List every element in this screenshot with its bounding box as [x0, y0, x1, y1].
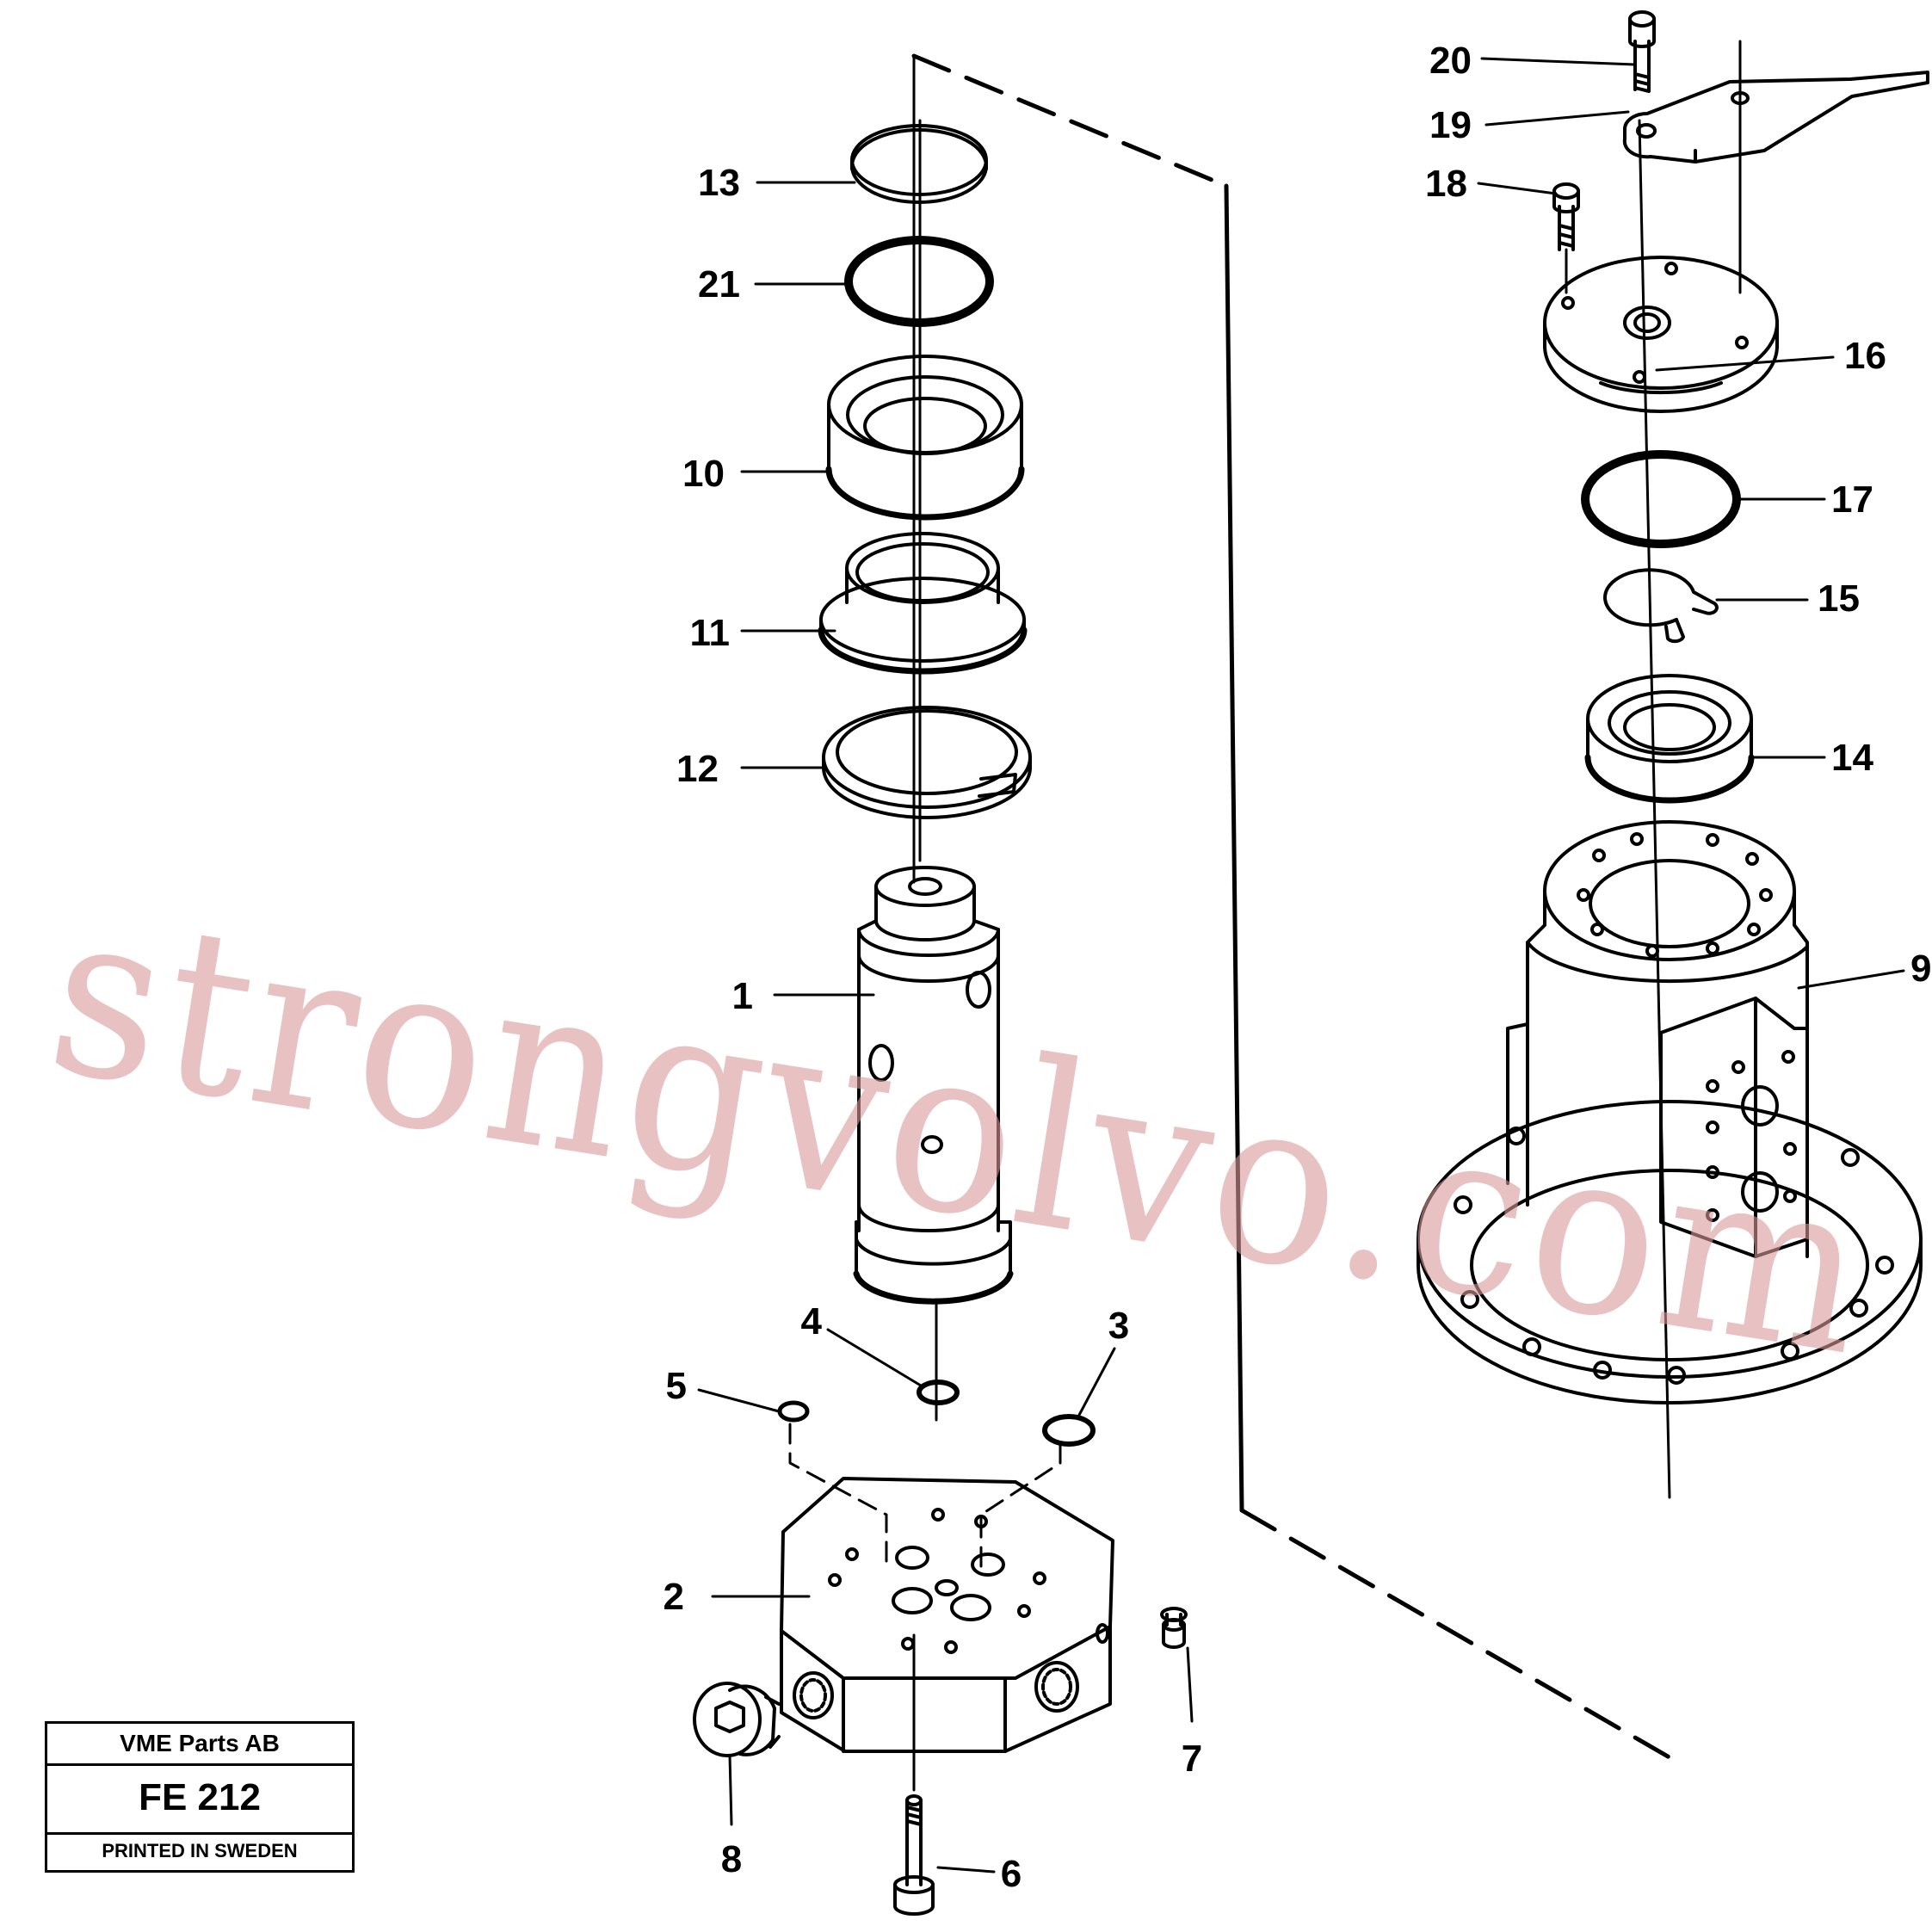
callout-12: 12: [676, 748, 719, 790]
callout-2: 2: [664, 1576, 684, 1618]
part-5-o-ring: [777, 1400, 810, 1423]
callout-11: 11: [689, 612, 730, 654]
part-14-bearing: [1584, 674, 1755, 804]
title-block-printed: PRINTED IN SWEDEN: [102, 1840, 298, 1861]
callout-4: 4: [801, 1300, 823, 1343]
title-block-code: FE 212: [47, 1763, 352, 1835]
part-20-bolt: [1628, 10, 1656, 93]
callout-18: 18: [1425, 163, 1467, 205]
callout-6: 6: [1001, 1853, 1022, 1895]
part-9-housing: [1417, 820, 1923, 1404]
callout-15: 15: [1818, 577, 1860, 620]
callout-7: 7: [1182, 1738, 1202, 1780]
title-block-company: VME Parts AB: [47, 1724, 352, 1766]
callout-3: 3: [1108, 1305, 1129, 1347]
part-4-o-ring: [917, 1380, 960, 1405]
assembly-dashed-frame: [911, 53, 1676, 1762]
part-2-valve-block: [780, 1477, 1114, 1753]
callout-19: 19: [1429, 104, 1472, 146]
part-17-o-ring: [1581, 450, 1741, 548]
part-18-bolt: [1552, 182, 1580, 294]
callout-labels: 13 21 10 11 12 1 2 4 5 3 6 7 8 20 19 18 …: [664, 40, 1932, 1895]
o-ring-dashed-guides: [788, 1423, 1062, 1568]
callout-8: 8: [721, 1838, 742, 1880]
callout-10: 10: [682, 453, 725, 495]
part-13-ring: [850, 124, 988, 204]
part-21-o-ring: [844, 236, 994, 327]
callout-21: 21: [698, 263, 740, 306]
part-11-flanged-bushing: [818, 532, 1028, 675]
part-12-slotted-washer: [822, 706, 1032, 819]
callout-1: 1: [732, 975, 753, 1017]
part-1-shaft: [853, 866, 1014, 1305]
callout-20: 20: [1429, 40, 1472, 82]
part-7-plug: [1160, 1607, 1188, 1649]
callout-13: 13: [698, 162, 740, 204]
callout-9: 9: [1910, 948, 1931, 990]
callout-14: 14: [1831, 737, 1873, 779]
part-15-circlip: [1603, 568, 1719, 644]
watermark-text: strongvolvo.com: [34, 859, 1886, 1407]
part-6-screw: [893, 1794, 935, 1916]
part-8-hex-plug: [693, 1682, 781, 1757]
callout-17: 17: [1831, 478, 1873, 521]
title-block: VME Parts AB FE 212 PRINTED IN SWEDEN: [45, 1721, 355, 1873]
callout-5: 5: [666, 1365, 687, 1407]
leader-lines: [697, 57, 1905, 1874]
part-19-lock-plate: [1622, 71, 1929, 164]
part-10-bearing-housing: [825, 355, 1025, 521]
part-3-o-ring: [1042, 1414, 1096, 1447]
part-16-cover-plate: [1543, 256, 1779, 413]
callout-16: 16: [1844, 335, 1886, 377]
